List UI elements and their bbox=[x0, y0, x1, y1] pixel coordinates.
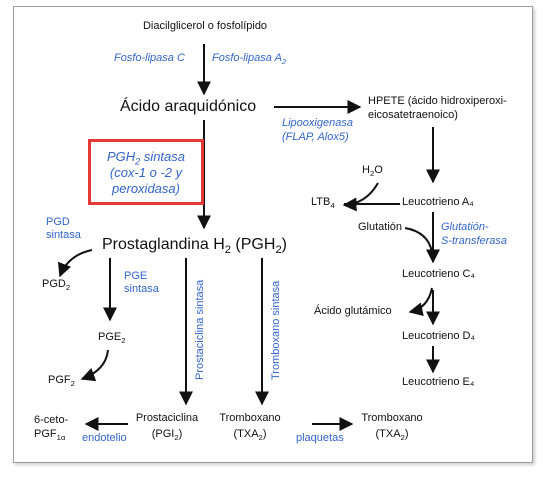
enzyme-glutation-transferasa-line1: Glutatión- bbox=[441, 221, 489, 233]
node-leucotrieno-a4: Leucotrieno A₄ bbox=[402, 196, 474, 208]
node-pgi2: (PGI2) bbox=[151, 428, 183, 443]
node-h2o: H2O bbox=[362, 164, 383, 179]
node-acido-glutamico: Ácido glutámico bbox=[314, 305, 392, 317]
arrow-leucoC-to-acido-glutamico bbox=[408, 287, 433, 317]
node-leucotrieno-c4: Leucotrieno C₄ bbox=[402, 268, 475, 280]
arrow-pgh-to-pgd bbox=[57, 249, 93, 278]
node-hpete-line1: HPETE (ácido hidroxiperoxi- bbox=[368, 95, 507, 107]
enzyme-lipooxigenasa: Lipooxigenasa bbox=[282, 117, 353, 129]
node-6-ceto-line1: 6-ceto- bbox=[34, 414, 69, 426]
enzyme-pgd-sintasa-line1: PGD bbox=[46, 216, 70, 228]
node-6-ceto-line2: PGF1α bbox=[34, 428, 66, 443]
enzyme-prostaciclina-sintasa: Prostaciclina sintasa bbox=[194, 279, 206, 380]
enzyme-endotelio: endotelio bbox=[82, 432, 127, 444]
enzyme-pgd-sintasa-line2: sintasa bbox=[46, 229, 81, 241]
node-prostaciclina: Prostaciclina bbox=[135, 412, 199, 424]
node-leucotrieno-e4: Leucotrieno E₄ bbox=[402, 376, 475, 388]
enzyme-tromboxano-sintasa: Tromboxano sintasa bbox=[270, 280, 282, 380]
node-pgf2: PGF2 bbox=[48, 374, 75, 389]
arrow-h2o-to-ltb bbox=[342, 182, 379, 212]
node-hpete-line2: eicosatetraenoico) bbox=[368, 109, 458, 121]
pgh-sintasa-highlight-box bbox=[88, 139, 204, 205]
node-glutation: Glutatión bbox=[358, 221, 403, 233]
node-diacilglicerol: Diacilglicerol o fosfolípido bbox=[142, 20, 268, 32]
node-ltb4: LTB4 bbox=[311, 196, 335, 211]
node-tromboxano-b: Tromboxano bbox=[361, 412, 423, 424]
node-txa2-a: (TXA2) bbox=[233, 428, 267, 443]
enzyme-glutation-transferasa-line2: S-transferasa bbox=[441, 235, 508, 247]
enzyme-pgh2-sintasa-line3: peroxidasa) bbox=[112, 181, 180, 196]
node-prostaglandina-h2: Prostaglandina H2 (PGH2) bbox=[102, 236, 287, 257]
node-pge2: PGE2 bbox=[98, 331, 126, 346]
node-leucotrieno-d4: Leucotrieno D₄ bbox=[402, 330, 475, 342]
enzyme-flap-alox5: (FLAP, Alox5) bbox=[282, 131, 349, 143]
enzyme-fosfolipasa-c: Fosfo-lipasa C bbox=[114, 52, 185, 64]
enzyme-pgh2-sintasa-line2: (cox-1 o -2 y bbox=[109, 165, 183, 180]
diagram-frame bbox=[13, 6, 533, 463]
enzyme-pge-sintasa-line1: PGE bbox=[124, 270, 148, 282]
arrow-pge-to-pgf bbox=[80, 349, 109, 382]
enzyme-fosfolipasa-a2: Fosfo-lipasa A2 bbox=[212, 52, 287, 67]
enzyme-plaquetas: plaquetas bbox=[296, 432, 344, 444]
arrow-glutation-merge bbox=[404, 227, 433, 253]
node-txa2-b: (TXA2) bbox=[375, 428, 409, 443]
enzyme-pgh2-sintasa-line1: PGH2 sintasa bbox=[106, 149, 186, 167]
node-pgd2: PGD2 bbox=[42, 278, 71, 293]
node-acido-araquidonico: Ácido araquidónico bbox=[120, 98, 257, 115]
enzyme-pge-sintasa-line2: sintasa bbox=[124, 283, 159, 295]
node-tromboxano-a: Tromboxano bbox=[219, 412, 281, 424]
